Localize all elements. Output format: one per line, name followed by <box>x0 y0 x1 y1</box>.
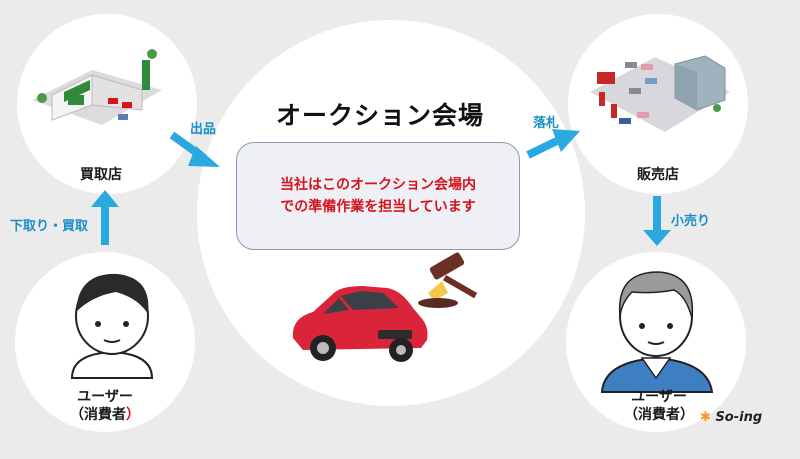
car-icon <box>292 286 428 362</box>
auction-message-box: 当社はこのオークション会場内 での準備作業を担当しています <box>236 142 520 250</box>
user-left-label: ユーザー （消費者） <box>70 388 140 424</box>
gavel-icon <box>418 252 478 308</box>
buy-store-illustration <box>32 49 162 125</box>
user-left-avatar <box>70 273 154 379</box>
user-left-line1: ユーザー <box>77 389 133 405</box>
company-logo: ✱ So-ing <box>700 410 762 425</box>
user-left-line2: （消費者） <box>70 407 140 423</box>
message-line-1: 当社はこのオークション会場内 <box>280 177 476 193</box>
trade-in-label: 下取り・買取 <box>10 219 89 234</box>
logo-text: So-ing <box>715 410 763 425</box>
buy-store-label: 買取店 <box>80 167 122 183</box>
user-right-label: ユーザー （消費者） <box>624 388 694 424</box>
listing-label: 出品 <box>190 122 217 137</box>
winning-bid-label: 落札 <box>533 116 560 131</box>
auction-hub-title: オークション会場 <box>275 101 484 130</box>
trade-in-arrow <box>91 190 119 245</box>
sell-store-label: 販売店 <box>637 167 679 183</box>
logo-mark-icon: ✱ <box>700 410 711 425</box>
retail-label: 小売り <box>671 214 711 229</box>
listing-arrow <box>169 131 220 167</box>
user-right-avatar <box>600 271 714 393</box>
user-right-line2: （消費者） <box>624 407 694 423</box>
message-line-2: での準備作業を担当しています <box>280 199 476 215</box>
retail-arrow <box>643 196 671 246</box>
sell-store-illustration <box>590 55 730 132</box>
winning-bid-arrow <box>526 129 580 159</box>
user-right-line1: ユーザー <box>631 389 687 405</box>
